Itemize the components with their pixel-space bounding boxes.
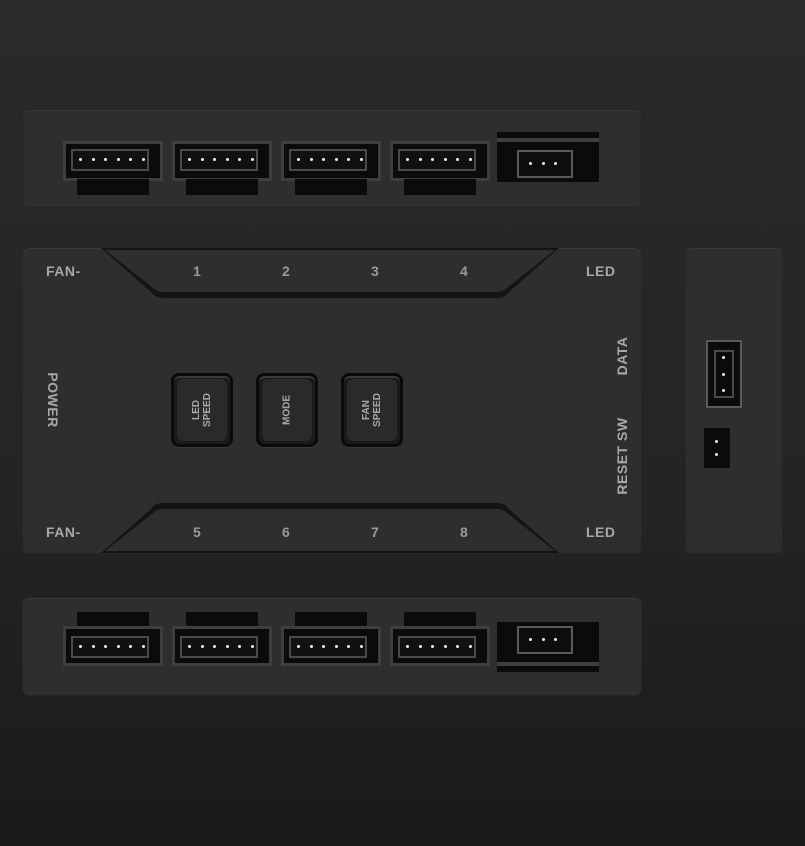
fan-label-bottom: FAN- xyxy=(46,524,81,540)
reset-sw-label: RESET SW xyxy=(614,417,630,495)
top-port-bracket xyxy=(101,248,559,298)
port-number-1: 1 xyxy=(193,263,201,279)
port-number-3: 3 xyxy=(371,263,379,279)
port-number-5: 5 xyxy=(193,524,201,540)
led-label-top: LED xyxy=(586,263,616,279)
port-number-6: 6 xyxy=(282,524,290,540)
fan-label-top: FAN- xyxy=(46,263,81,279)
power-label: POWER xyxy=(45,372,61,428)
reset-sw-connector[interactable] xyxy=(704,428,730,468)
fan-speed-button[interactable]: FAN SPEED xyxy=(341,373,403,447)
fan-connector-8[interactable] xyxy=(390,608,490,666)
led-speed-label: LED SPEED xyxy=(191,393,213,427)
fan-connector-1[interactable] xyxy=(63,141,163,199)
mode-button[interactable]: MODE xyxy=(256,373,318,447)
data-label: DATA xyxy=(614,336,630,376)
bottom-connector-strip xyxy=(23,598,641,695)
top-connector-strip xyxy=(23,110,641,207)
fan-connector-2[interactable] xyxy=(172,141,272,199)
port-number-7: 7 xyxy=(371,524,379,540)
bottom-port-bracket xyxy=(101,503,559,553)
led-power-connector-top[interactable] xyxy=(497,132,599,182)
fan-speed-label: FAN SPEED xyxy=(361,393,383,427)
controller-main-panel: FAN- LED FAN- LED 1 2 3 4 5 6 7 8 POWER … xyxy=(23,248,641,553)
data-connector[interactable] xyxy=(706,340,742,408)
led-power-connector-bottom[interactable] xyxy=(497,622,599,672)
side-connector-panel xyxy=(686,248,782,553)
led-label-bottom: LED xyxy=(586,524,616,540)
port-number-8: 8 xyxy=(460,524,468,540)
mode-label: MODE xyxy=(281,395,293,425)
port-number-2: 2 xyxy=(282,263,290,279)
fan-connector-5[interactable] xyxy=(63,608,163,666)
fan-connector-6[interactable] xyxy=(172,608,272,666)
fan-connector-4[interactable] xyxy=(390,141,490,199)
port-number-4: 4 xyxy=(460,263,468,279)
led-speed-button[interactable]: LED SPEED xyxy=(171,373,233,447)
fan-connector-3[interactable] xyxy=(281,141,381,199)
fan-connector-7[interactable] xyxy=(281,608,381,666)
